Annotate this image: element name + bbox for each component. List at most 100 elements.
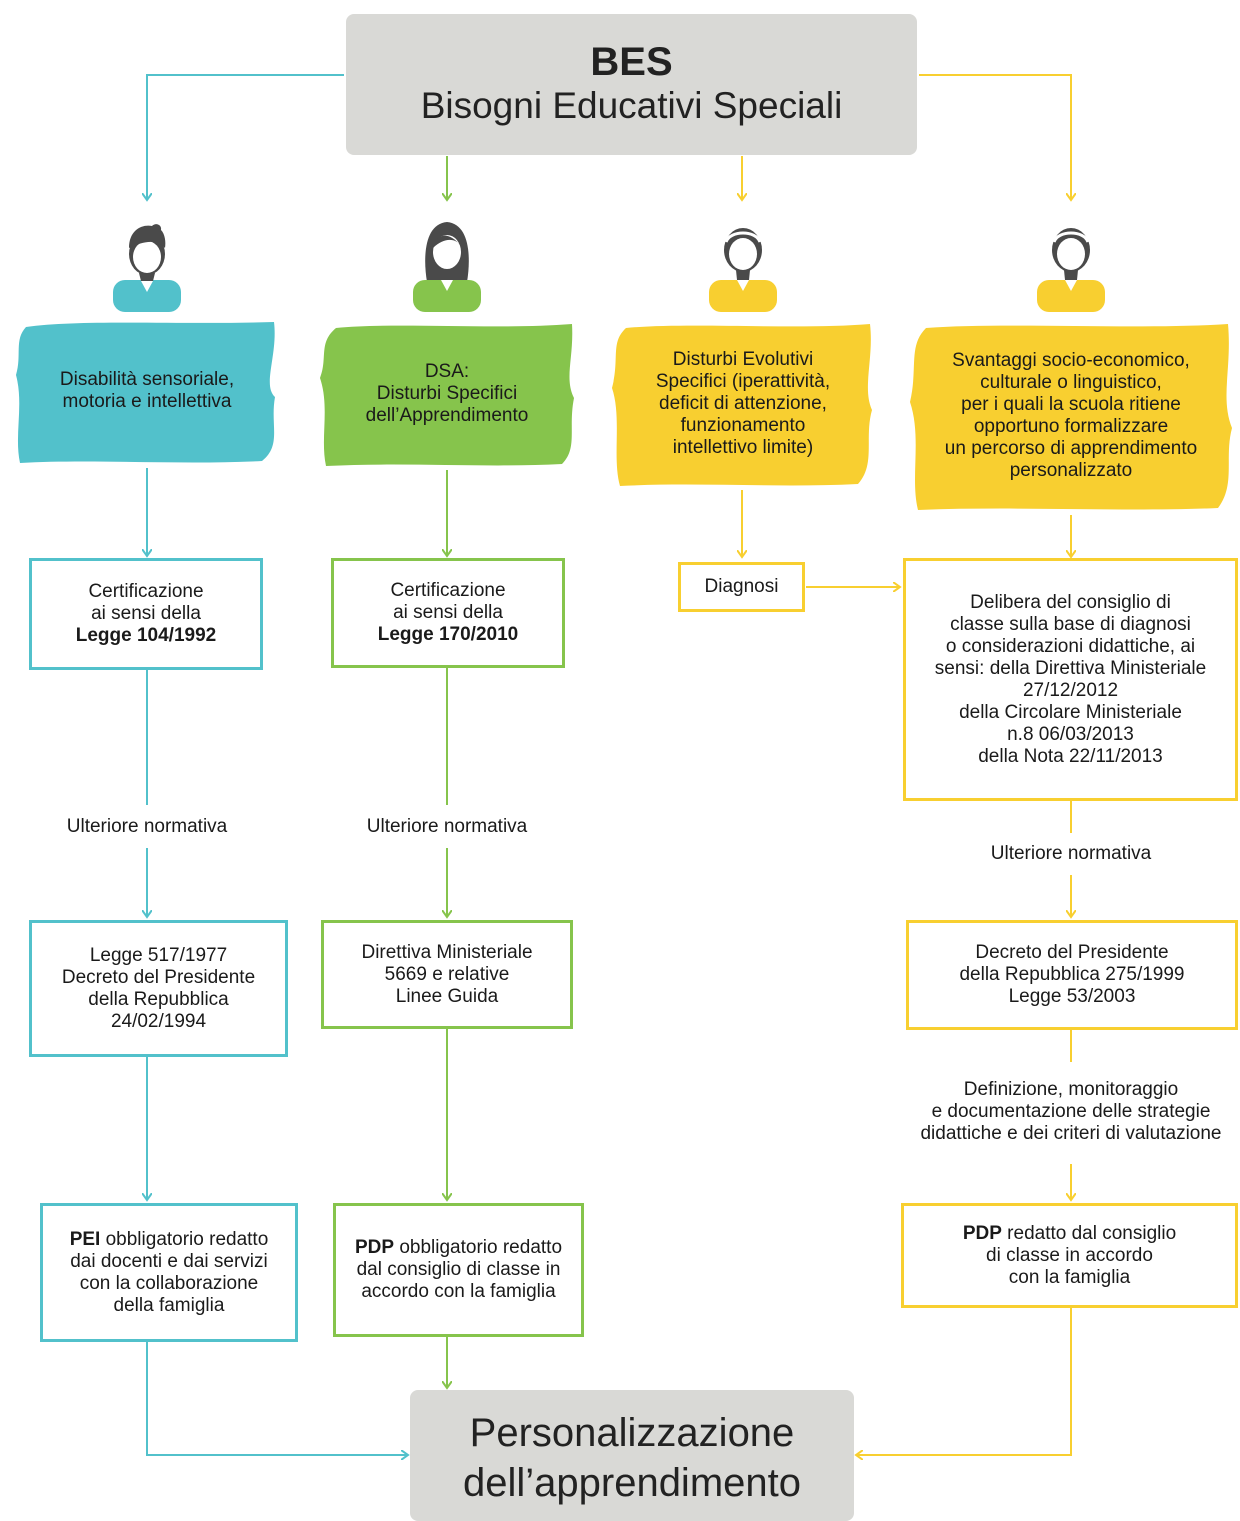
category-disadvantage: Svantaggi socio-economico, culturale o l… bbox=[906, 318, 1236, 514]
certification-box-104: Certificazione ai sensi della Legge 104/… bbox=[29, 558, 263, 670]
law-line: 5669 e relative bbox=[384, 963, 510, 985]
boy-icon bbox=[113, 224, 181, 312]
law-line: Decreto del Presidente bbox=[61, 966, 256, 988]
plan-line: dai docenti e dai servizi bbox=[70, 1250, 268, 1272]
category-line: Disturbi Specifici bbox=[376, 383, 518, 404]
title-full: Bisogni Educativi Speciali bbox=[420, 85, 843, 126]
strategy-line: didattiche e dei criteri di valutazione bbox=[920, 1123, 1222, 1144]
certification-line: ai sensi della bbox=[393, 602, 503, 623]
plan-box-pdp-dsa: PDP obbligatorio redatto dal consiglio d… bbox=[333, 1203, 584, 1337]
plan-line: della famiglia bbox=[113, 1294, 225, 1316]
deliberation-line: sensi: della Direttiva Ministeriale bbox=[934, 657, 1207, 679]
link-label-text: Ulteriore normativa bbox=[990, 843, 1152, 864]
law-line: 24/02/1994 bbox=[110, 1010, 207, 1032]
plan-line: accordo con la famiglia bbox=[361, 1281, 556, 1302]
link-label-text: Ulteriore normativa bbox=[366, 816, 528, 837]
plan-first-rest: obbligatorio redatto bbox=[100, 1228, 269, 1250]
category-line: opportuno formalizzare bbox=[973, 416, 1169, 437]
plan-first-rest: obbligatorio redatto bbox=[394, 1237, 563, 1258]
law-line: Decreto del Presidente bbox=[975, 942, 1169, 963]
category-line: dell’Apprendimento bbox=[365, 405, 529, 426]
plan-first-line: PDP obbligatorio redatto bbox=[355, 1237, 562, 1259]
category-line: un percorso di apprendimento bbox=[944, 438, 1198, 459]
category-line: Disturbi Evolutivi bbox=[672, 349, 814, 370]
deliberation-line: della Nota 22/11/2013 bbox=[978, 745, 1163, 767]
plan-line: con la famiglia bbox=[1008, 1266, 1131, 1288]
link-label-col1: Ulteriore normativa bbox=[47, 816, 247, 838]
connector-title-to-col1 bbox=[147, 74, 344, 200]
plan-first-line: PDP redatto dal consiglio bbox=[963, 1223, 1176, 1245]
plan-first-rest: redatto dal consiglio bbox=[1001, 1222, 1177, 1244]
plan-line: con la collaborazione bbox=[79, 1272, 259, 1294]
strategy-line: Definizione, monitoraggio bbox=[963, 1079, 1179, 1100]
category-line: per i quali la scuola ritiene bbox=[961, 394, 1181, 415]
strategy-label: Definizione, monitoraggio e documentazio… bbox=[901, 1079, 1240, 1145]
certification-line: Certificazione bbox=[390, 580, 506, 601]
law-line: della Repubblica bbox=[88, 988, 229, 1010]
deliberation-box: Delibera del consiglio di classe sulla b… bbox=[903, 558, 1238, 801]
category-line: Specifici (iperattività, bbox=[655, 371, 831, 392]
plan-acronym: PDP bbox=[962, 1222, 1002, 1244]
category-line: deficit di attenzione, bbox=[659, 393, 827, 414]
deliberation-line: della Circolare Ministeriale bbox=[959, 701, 1182, 723]
certification-line: Certificazione bbox=[88, 581, 204, 602]
category-line: motoria e intellettiva bbox=[62, 391, 232, 412]
connector-title-to-col4 bbox=[919, 74, 1071, 200]
certification-law: Legge 104/1992 bbox=[75, 625, 217, 646]
law-line: Direttiva Ministeriale bbox=[361, 941, 533, 963]
laws-box-col2: Direttiva Ministeriale 5669 e relative L… bbox=[321, 920, 573, 1029]
category-line: Svantaggi socio-economico, bbox=[952, 350, 1190, 371]
link-label-text: Ulteriore normativa bbox=[66, 816, 228, 837]
deliberation-line: o considerazioni didattiche, ai bbox=[945, 635, 1196, 657]
girl-icon bbox=[413, 222, 481, 312]
deliberation-line: n.8 06/03/2013 bbox=[1007, 723, 1134, 745]
plan-acronym: PEI bbox=[69, 1228, 101, 1250]
law-line: Legge 517/1977 bbox=[89, 944, 228, 966]
deliberation-line: Delibera del consiglio di bbox=[970, 591, 1171, 613]
category-line: culturale o linguistico, bbox=[980, 372, 1162, 393]
strategy-line: e documentazione delle strategie bbox=[931, 1101, 1211, 1122]
deliberation-line: 27/12/2012 bbox=[1022, 679, 1119, 701]
diagnosis-label: Diagnosi bbox=[704, 576, 779, 597]
category-line: intellettivo limite) bbox=[672, 437, 814, 458]
law-line: Legge 53/2003 bbox=[1008, 986, 1136, 1007]
laws-box-col4: Decreto del Presidente della Repubblica … bbox=[906, 920, 1238, 1030]
blob-shape-cyan bbox=[16, 322, 275, 463]
certification-law: Legge 170/2010 bbox=[377, 624, 519, 645]
category-line: personalizzato bbox=[1009, 460, 1133, 481]
title-acronym: BES bbox=[590, 40, 673, 84]
link-label-col4: Ulteriore normativa bbox=[971, 843, 1171, 865]
certification-box-170: Certificazione ai sensi della Legge 170/… bbox=[331, 558, 565, 668]
connector-plan1-to-final bbox=[146, 1342, 408, 1455]
plan-box-pei: PEI obbligatorio redatto dai docenti e d… bbox=[40, 1203, 298, 1342]
category-developmental: Disturbi Evolutivi Specifici (iperattivi… bbox=[608, 318, 878, 490]
law-line: della Repubblica 275/1999 bbox=[959, 964, 1185, 985]
girl-headband-icon bbox=[709, 228, 777, 312]
plan-line: dal consiglio di classe in bbox=[356, 1259, 561, 1280]
laws-box-col1: Legge 517/1977 Decreto del Presidente de… bbox=[29, 920, 288, 1057]
category-disability: Disabilità sensoriale, motoria e intelle… bbox=[12, 315, 282, 467]
woman-headband-icon bbox=[1037, 228, 1105, 312]
category-dsa: DSA: Disturbi Specifici dell’Apprendimen… bbox=[316, 318, 578, 470]
final-line: Personalizzazione bbox=[469, 1411, 795, 1455]
blob-shape-yellow bbox=[910, 324, 1232, 510]
deliberation-line: classe sulla base di diagnosi bbox=[950, 613, 1191, 635]
category-line: DSA: bbox=[424, 361, 470, 382]
plan-acronym: PDP bbox=[354, 1237, 395, 1258]
category-line: Disabilità sensoriale, bbox=[59, 369, 235, 390]
plan-first-line: PEI obbligatorio redatto bbox=[70, 1229, 269, 1251]
certification-line: ai sensi della bbox=[91, 603, 201, 624]
link-label-col2: Ulteriore normativa bbox=[347, 816, 547, 838]
plan-line: di classe in accordo bbox=[986, 1244, 1153, 1266]
plan-box-pdp-bes: PDP redatto dal consiglio di classe in a… bbox=[901, 1203, 1238, 1308]
final-box: Personalizzazione dell’apprendimento bbox=[410, 1390, 854, 1521]
title-box: BES Bisogni Educativi Speciali bbox=[346, 14, 917, 155]
law-line: Linee Guida bbox=[395, 985, 499, 1007]
diagnosis-box: Diagnosi bbox=[678, 562, 805, 612]
connector-plan4-to-final bbox=[856, 1308, 1072, 1455]
blob-shape-green bbox=[320, 324, 574, 466]
category-line: funzionamento bbox=[680, 415, 806, 436]
final-line: dell’apprendimento bbox=[462, 1461, 801, 1505]
blob-shape-yellow bbox=[612, 324, 872, 486]
